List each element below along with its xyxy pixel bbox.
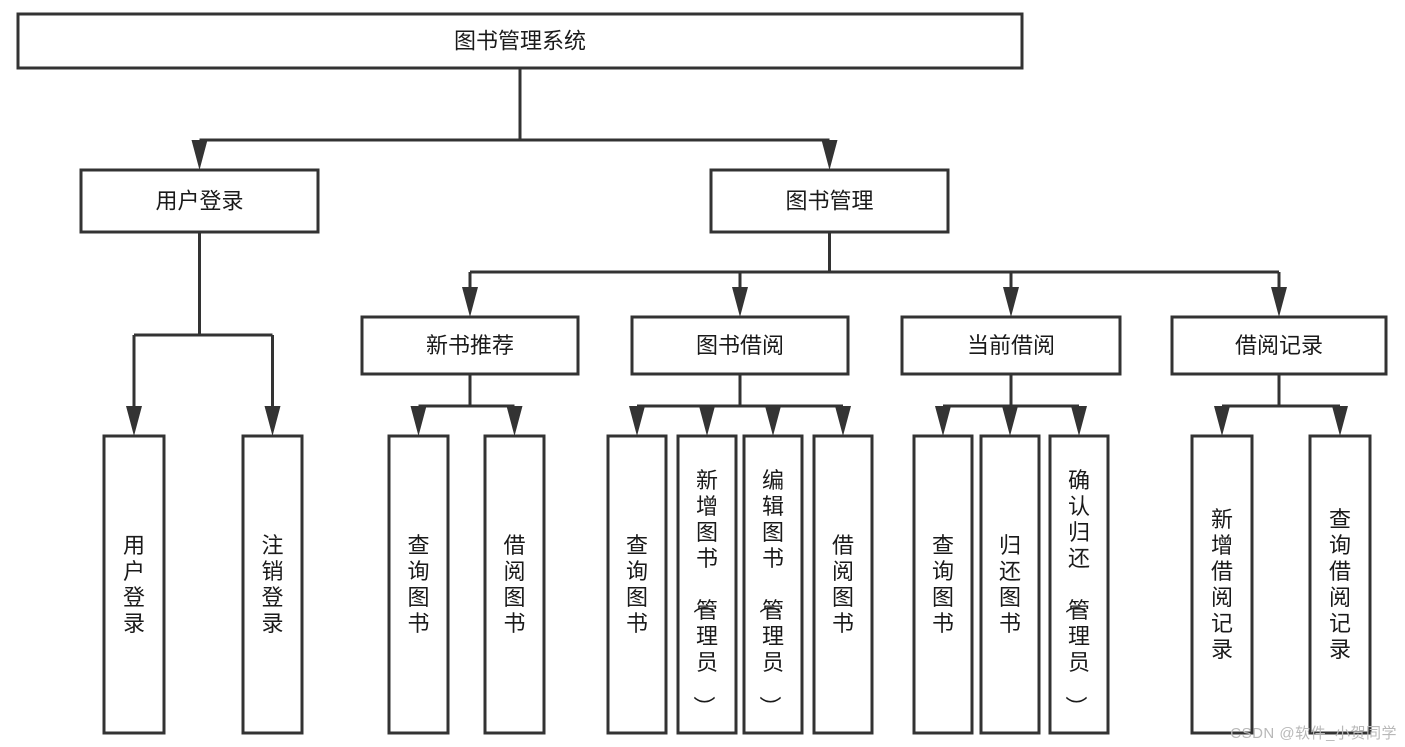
node-label-leaf-user-login: 用户登录 [123, 533, 145, 636]
node-box-leaf-user-login[interactable] [102, 434, 166, 735]
node-box-leaf-borrow-query[interactable] [606, 434, 668, 735]
node-leaf-borrow-lend[interactable]: 借阅图书 [812, 434, 874, 735]
node-label-leaf-cur-return: 归还图书 [999, 533, 1021, 636]
node-box-leaf-cur-query[interactable] [912, 434, 974, 735]
edge-group-user-login [126, 232, 281, 436]
node-leaf-rec-search[interactable]: 查询借阅记录 [1308, 434, 1372, 735]
node-label-leaf-user-logout: 注销登录 [261, 533, 283, 636]
node-label-root: 图书管理系统 [454, 29, 586, 54]
node-label-user-login: 用户登录 [155, 189, 243, 214]
node-label-leaf-rec-borrow: 借阅图书 [503, 533, 525, 636]
edge-group-root [191, 68, 838, 170]
node-box-leaf-borrow-edit[interactable] [742, 434, 804, 735]
node-leaf-borrow-edit[interactable]: 编辑图书（管理员） [742, 434, 804, 735]
node-leaf-cur-query[interactable]: 查询图书 [912, 434, 974, 735]
node-leaf-user-login[interactable]: 用户登录 [102, 434, 166, 735]
node-leaf-cur-return[interactable]: 归还图书 [979, 434, 1041, 735]
node-label-leaf-rec-search: 查询借阅记录 [1329, 507, 1351, 662]
node-box-leaf-rec-borrow[interactable] [483, 434, 546, 735]
node-leaf-rec-add[interactable]: 新增借阅记录 [1190, 434, 1254, 735]
node-book-borrow[interactable]: 图书借阅 [630, 315, 850, 376]
node-leaf-rec-query[interactable]: 查询图书 [387, 434, 450, 735]
node-root[interactable]: 图书管理系统 [16, 12, 1024, 70]
node-leaf-borrow-query[interactable]: 查询图书 [606, 434, 668, 735]
node-label-leaf-borrow-lend: 借阅图书 [832, 533, 854, 636]
node-box-leaf-cur-return[interactable] [979, 434, 1041, 735]
node-user-login[interactable]: 用户登录 [79, 168, 320, 234]
edge-layer [126, 68, 1348, 436]
node-label-leaf-cur-confirm: 确认归还（管理员） [1063, 468, 1090, 718]
node-label-leaf-borrow-query: 查询图书 [626, 533, 648, 636]
node-label-book-manage: 图书管理 [785, 189, 873, 214]
node-label-borrow-record: 借阅记录 [1235, 333, 1323, 358]
node-label-current-borrow: 当前借阅 [967, 333, 1055, 358]
edge-group-new-book-rec [410, 374, 523, 436]
node-box-current-borrow[interactable] [900, 315, 1122, 376]
node-box-leaf-rec-search[interactable] [1308, 434, 1372, 735]
node-box-borrow-record[interactable] [1170, 315, 1388, 376]
node-book-manage[interactable]: 图书管理 [709, 168, 950, 234]
node-label-new-book-rec: 新书推荐 [426, 333, 514, 358]
node-label-leaf-cur-query: 查询图书 [932, 533, 954, 636]
node-leaf-rec-borrow[interactable]: 借阅图书 [483, 434, 546, 735]
node-label-leaf-borrow-edit: 编辑图书（管理员） [757, 468, 784, 718]
node-borrow-record[interactable]: 借阅记录 [1170, 315, 1388, 376]
node-box-root[interactable] [16, 12, 1024, 70]
node-new-book-rec[interactable]: 新书推荐 [360, 315, 580, 376]
node-box-leaf-cur-confirm[interactable] [1048, 434, 1110, 735]
node-box-leaf-rec-add[interactable] [1190, 434, 1254, 735]
node-box-leaf-user-logout[interactable] [241, 434, 304, 735]
node-box-leaf-borrow-add[interactable] [676, 434, 738, 735]
node-box-book-borrow[interactable] [630, 315, 850, 376]
node-label-leaf-rec-query: 查询图书 [407, 533, 429, 636]
node-leaf-user-logout[interactable]: 注销登录 [241, 434, 304, 735]
node-box-new-book-rec[interactable] [360, 315, 580, 376]
node-leaf-cur-confirm[interactable]: 确认归还（管理员） [1048, 434, 1110, 735]
edge-group-book-borrow [629, 374, 851, 436]
node-box-book-manage[interactable] [709, 168, 950, 234]
node-current-borrow[interactable]: 当前借阅 [900, 315, 1122, 376]
node-box-user-login[interactable] [79, 168, 320, 234]
node-label-leaf-borrow-add: 新增图书（管理员） [691, 468, 718, 718]
watermark: CSDN @软件_小贺同学 [1230, 725, 1397, 742]
edge-group-current-borrow [935, 374, 1087, 436]
node-box-leaf-borrow-lend[interactable] [812, 434, 874, 735]
node-box-leaf-rec-query[interactable] [387, 434, 450, 735]
node-leaf-borrow-add[interactable]: 新增图书（管理员） [676, 434, 738, 735]
edge-group-book-manage [462, 232, 1287, 317]
edge-group-borrow-record [1214, 374, 1348, 436]
node-layer: 图书管理系统用户登录图书管理新书推荐图书借阅当前借阅借阅记录用户登录注销登录查询… [16, 12, 1388, 735]
node-label-leaf-rec-add: 新增借阅记录 [1211, 507, 1233, 662]
node-label-book-borrow: 图书借阅 [696, 333, 784, 358]
